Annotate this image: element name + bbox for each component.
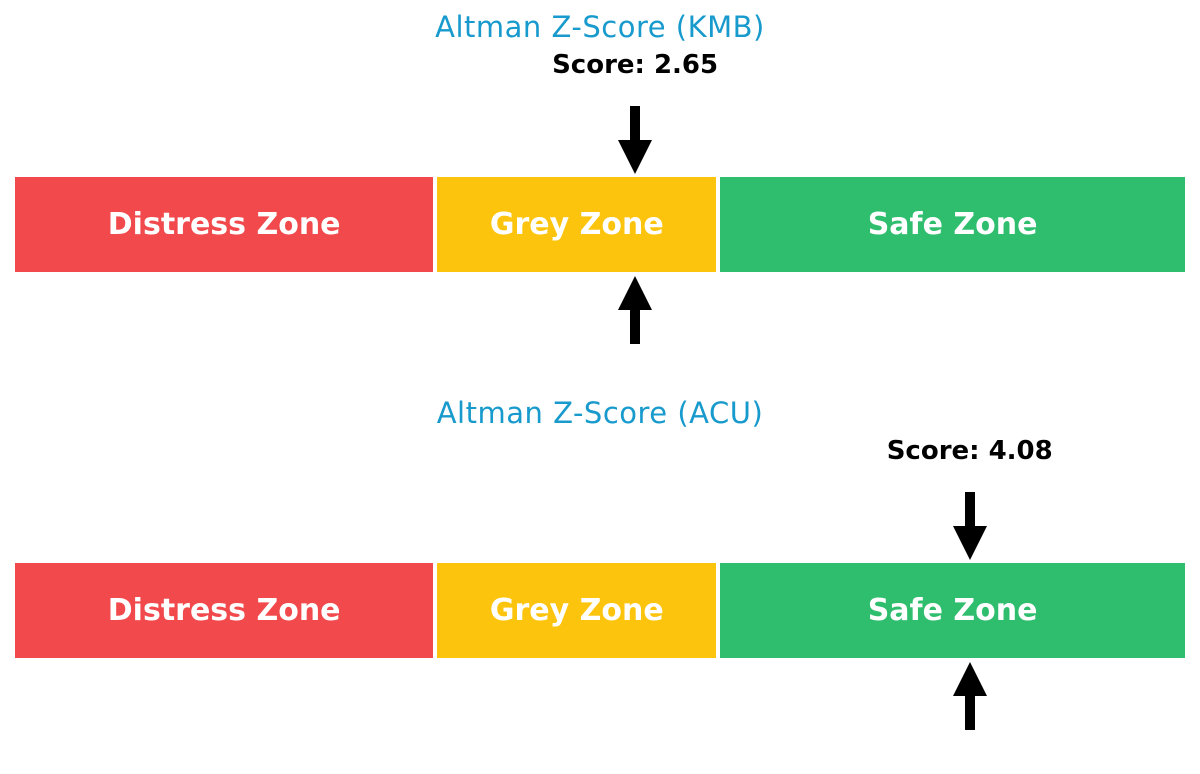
safe-zone-segment: Safe Zone (720, 563, 1185, 658)
chart-title: Altman Z-Score (KMB) (435, 10, 765, 44)
score-annotation-row: Score: 4.08 (15, 436, 1185, 472)
score-pointer-top-row (15, 492, 1185, 562)
zone-label: Safe Zone (867, 207, 1038, 242)
score-marker (952, 492, 988, 560)
score-marker (617, 106, 653, 174)
score-annotation-row: Score: 2.65 (15, 50, 1185, 86)
zone-label: Grey Zone (489, 593, 664, 628)
arrow-up-icon (952, 662, 987, 730)
score-label: Score: 4.08 (886, 436, 1053, 466)
score-pointer-bottom-row (15, 276, 1185, 346)
zone-label: Grey Zone (489, 207, 664, 242)
grey-zone-segment: Grey Zone (437, 177, 717, 272)
arrow-down-icon (952, 492, 987, 560)
distress-zone-segment: Distress Zone (15, 563, 434, 658)
score-label: Score: 2.65 (552, 50, 719, 80)
arrow-down-icon (618, 106, 653, 174)
score-pointer-bottom-row (15, 662, 1185, 732)
chart-title: Altman Z-Score (ACU) (436, 396, 764, 430)
acu-zscore-chart: Altman Z-Score (ACU) Score: 4.08 Distres… (0, 386, 1200, 746)
zone-label: Distress Zone (107, 593, 341, 628)
zone-bar: Distress Zone Grey Zone Safe Zone (15, 563, 1185, 658)
zone-label: Safe Zone (867, 593, 1038, 628)
grey-zone-segment: Grey Zone (437, 563, 717, 658)
safe-zone-segment: Safe Zone (720, 177, 1185, 272)
distress-zone-segment: Distress Zone (15, 177, 434, 272)
score-marker (952, 662, 988, 730)
arrow-up-icon (618, 276, 653, 344)
kmb-zscore-chart: Altman Z-Score (KMB) Score: 2.65 Distres… (0, 0, 1200, 360)
zone-bar: Distress Zone Grey Zone Safe Zone (15, 177, 1185, 272)
score-marker (617, 276, 653, 344)
score-pointer-top-row (15, 106, 1185, 176)
zone-label: Distress Zone (107, 207, 341, 242)
